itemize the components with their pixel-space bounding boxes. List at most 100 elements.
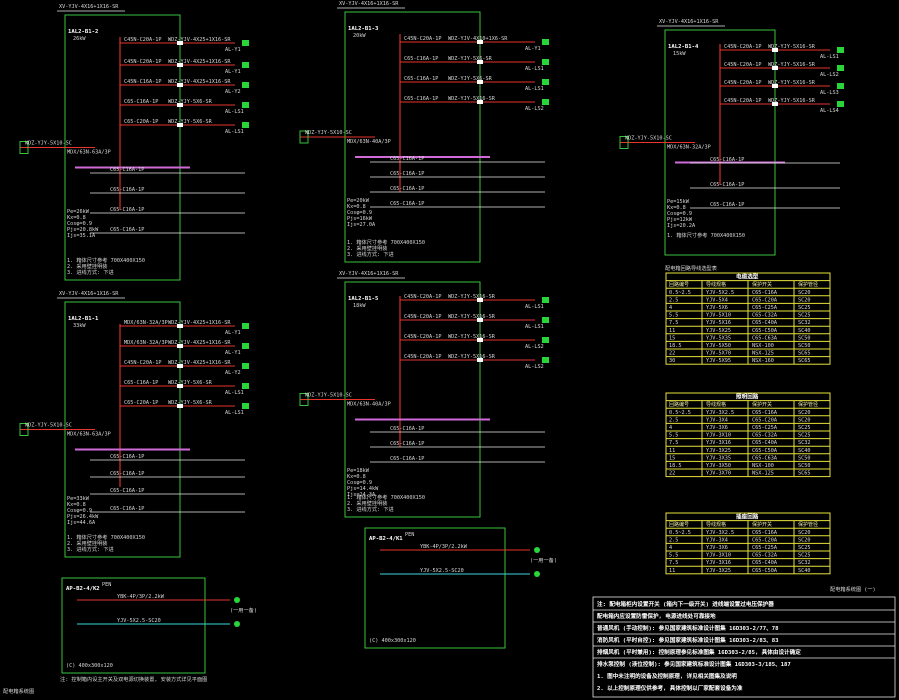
load-marker (242, 122, 249, 128)
motor-marker (234, 597, 240, 603)
table-cell: NSX-125 (752, 351, 774, 357)
lighting-breaker: C65-C16A-1P (110, 454, 144, 460)
table-cell: C65-C50A (752, 448, 778, 454)
load-marker (837, 47, 844, 53)
load-marker (242, 82, 249, 88)
circuit-load: AL-LS1 (820, 54, 839, 60)
table-cell: YJV-3X16 (706, 440, 731, 446)
table-title: 插座回路 (736, 513, 759, 521)
table-cell: YJV-5X4 (706, 297, 728, 303)
lighting-breaker: C65-C16A-1P (110, 167, 144, 173)
load-marker (242, 403, 249, 409)
table-cell: 11 (669, 328, 675, 334)
load-marker (542, 99, 549, 105)
breaker-mark (477, 60, 483, 64)
table-cell: C65-C20A (752, 537, 778, 543)
panel-note: 3. 进线方式: 下进 (347, 250, 394, 258)
breaker-mark (177, 364, 183, 368)
calc-line: Pjs=14.4kW (347, 486, 379, 492)
table-cell: SC40 (798, 568, 811, 574)
calc-line: Pe=15kW (667, 199, 690, 205)
table-cell: SC32 (798, 320, 811, 326)
lighting-breaker: C65-C16A-1P (390, 171, 424, 177)
circuit-breaker: C45N-C20A-1P (724, 44, 761, 50)
calc-line: Ijs=27.0A (347, 222, 376, 228)
load-marker (242, 323, 249, 329)
breaker-mark (772, 102, 778, 106)
circuit-cable: WDZ-YJV-4X25+1X16-SR (168, 340, 231, 346)
circuit-cable: WDZ-YJY-5X6-SR (448, 76, 493, 82)
panel-note: 2. 采用壁挂明装 (347, 244, 388, 252)
circuit-breaker: C45N-C20A-1P (124, 37, 161, 43)
table-cell: 11 (669, 448, 675, 454)
table-cell: YJV-3X16 (706, 560, 731, 566)
circuit-breaker: MDX/63N-32A/3P (124, 320, 168, 326)
breaker-mark (477, 298, 483, 302)
panel-note: 1. 箱体尺寸参考 700X400X150 (347, 493, 425, 501)
table-cell: SC32 (798, 560, 811, 566)
panel-note: 3. 进线方式: 下进 (347, 505, 394, 513)
circuit-load: AL-LS4 (820, 108, 839, 114)
table-cell: YJV-5X35 (706, 335, 731, 341)
lighting-breaker: C65-C16A-1P (110, 227, 144, 233)
calc-line: Kx=0.8 (67, 215, 86, 221)
lighting-breaker: C65-C16A-1P (390, 156, 424, 162)
panel-p3: XV-YJV-4X16+1X16-SR1AL2-B1-415kWC45N-C20… (619, 19, 844, 256)
panel-rating: 15kW (673, 51, 686, 57)
table-cell: SC25 (798, 425, 811, 431)
small-panel-s1: AP-B2-4/K2PENYBK-4P/3P/2.2kWYJV-5X2.5-SC… (60, 577, 257, 683)
breaker-mark (177, 103, 183, 107)
panel-note: 1. 箱体尺寸参考 700X400X150 (667, 231, 745, 239)
small-footer: (C) 400x300x120 (66, 663, 113, 669)
circuit-cable: WDZ-YJY-5X16-SR (448, 96, 496, 102)
table-header: 回路编号 (669, 281, 689, 288)
breaker-mark (477, 40, 483, 44)
table-cell: 4 (669, 425, 672, 431)
table-cell: YJV-3X6 (706, 425, 728, 431)
panel-name: 1AL2-B1-1 (68, 316, 99, 322)
circuit-cable: WDZ-YJY-5X16-SR (448, 354, 496, 360)
motor-marker (534, 571, 540, 577)
calc-line: Pjs=20.8kW (67, 227, 99, 233)
breaker-mark (177, 404, 183, 408)
table-title: 照明回路 (736, 393, 759, 401)
circuit-load: AL-LS1 (225, 410, 244, 416)
bottom-left-label: 配电箱系统图 (3, 687, 34, 695)
table-cell: C65-C32A (752, 313, 778, 319)
small-panel-s2: AP-B2-4/K1PENYBK-4P/3P/2.2kWYJV-5X2.5-SC… (364, 527, 557, 649)
circuit-load: AL-LS1 (525, 86, 544, 92)
table-cell: C65-C25A (752, 305, 778, 311)
panel-note: 2. 采用壁挂明装 (67, 539, 108, 547)
lighting-breaker: C65-C16A-1P (710, 157, 744, 163)
small-cable: YJV-5X2.5-SC20 (117, 618, 161, 624)
calc-line: Pjs=16kW (347, 216, 373, 222)
table-cell: YJV-3X4 (706, 417, 728, 423)
incoming-cable: WDZ-YJY-5X10-SC (305, 393, 352, 399)
incoming-breaker: MDX/63N-40A/3P (347, 402, 391, 408)
table-header: 保护开关 (752, 281, 772, 288)
table-header: 保护开关 (752, 521, 772, 528)
panel-note: 3. 进线方式: 下进 (67, 545, 114, 553)
table-header: 保护开关 (752, 401, 772, 408)
table-cell: 2.5 (669, 537, 678, 543)
table-cell: YJV-3X50 (706, 463, 731, 469)
circuit-cable: WDZ-YJY-5X6-SR (168, 99, 213, 105)
calc-line: Ijs=44.6A (67, 520, 96, 526)
table-cell: 5.5 (669, 433, 678, 439)
table-cell: C65-C40A (752, 440, 778, 446)
load-marker (242, 383, 249, 389)
circuit-load: AL-LS2 (820, 72, 839, 78)
small-load: (一用一备) (230, 606, 257, 614)
load-marker (242, 62, 249, 68)
circuit-cable: WDZ-YJY-5X16-SR (448, 294, 496, 300)
motor-marker (234, 621, 240, 627)
circuit-cable: WDZ-YJY-5X16-SR (448, 334, 496, 340)
calc-line: Kx=0.8 (667, 205, 686, 211)
circuit-breaker: C45N-C20A-1P (404, 334, 441, 340)
notes-frame (592, 596, 896, 698)
notes-block: 注: 配电箱柜内设置开关 (箱内下一级开关) 进线端设置过电压保护器配电箱内应设… (592, 596, 896, 698)
